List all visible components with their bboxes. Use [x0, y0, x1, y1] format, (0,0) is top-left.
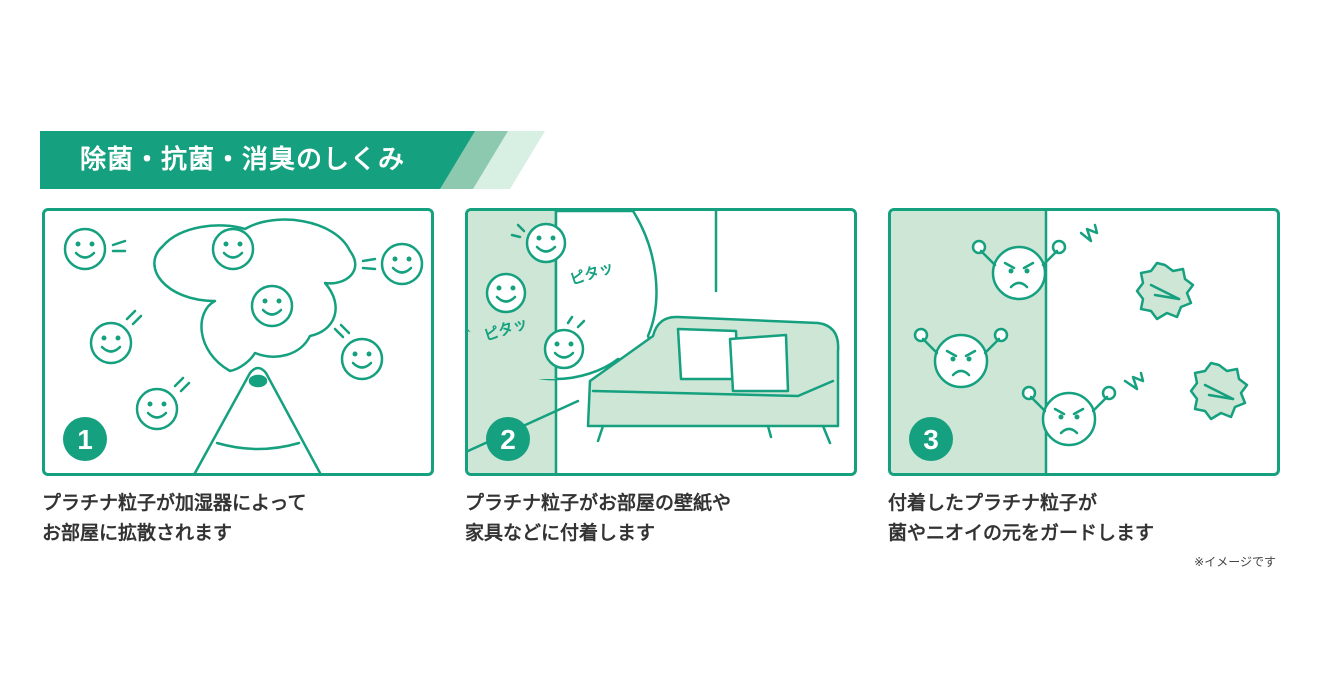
motion-lines: [111, 239, 127, 253]
angry-particle-icon: [913, 327, 1009, 389]
section-banner: 除菌・抗菌・消臭のしくみ: [40, 131, 550, 189]
caption-1: プラチナ粒子が加湿器によって お部屋に拡散されます: [42, 488, 462, 548]
caption-3-line2: 菌やニオイの元をガードします: [888, 522, 1155, 544]
smiley-icon: [63, 227, 107, 271]
impact-mark: [1123, 371, 1145, 391]
humidifier-nozzle: [248, 374, 268, 388]
smiley-icon: [543, 328, 585, 370]
angry-particle-icon: [1021, 385, 1117, 447]
caption-3-line1: 付着したプラチナ粒子が: [888, 492, 1098, 514]
smiley-icon: [525, 222, 567, 264]
humidifier-line: [215, 441, 301, 451]
caption-2: プラチナ粒子がお部屋の壁紙や 家具などに付着します: [465, 488, 885, 548]
smiley-icon: [380, 242, 424, 286]
step-badge-2: [486, 417, 530, 461]
banner-background: [40, 131, 475, 189]
motion-lines: [566, 315, 586, 329]
smiley-icon: [250, 284, 294, 328]
caption-3: 付着したプラチナ粒子が 菌やニオイの元をガードします: [888, 488, 1308, 548]
step-badge-1: [63, 417, 107, 461]
panel-2: ピタッ ピタッ 2: [465, 208, 857, 476]
step-number-2: 2: [500, 424, 516, 455]
smiley-icon: [485, 272, 527, 314]
motion-lines: [510, 223, 526, 239]
smiley-icon: [340, 337, 384, 381]
germ-icon: [1189, 361, 1249, 421]
angry-particle-icon: [971, 239, 1067, 301]
zoom-bubble: [554, 211, 662, 381]
step-number-1: 1: [77, 424, 93, 455]
caption-1-line1: プラチナ粒子が加湿器によって: [42, 492, 307, 514]
banner-shape: [40, 131, 545, 189]
panel-1: 1: [42, 208, 434, 476]
panel-3: 3: [888, 208, 1280, 476]
motion-lines: [125, 309, 143, 326]
impact-mark: [1079, 223, 1099, 243]
motion-lines: [333, 323, 351, 339]
motion-lines: [361, 257, 377, 271]
image-note: ※イメージです: [1194, 555, 1276, 569]
step-number-3: 3: [923, 424, 939, 455]
step-badge-3: [909, 417, 953, 461]
germ-icon: [1135, 261, 1195, 321]
caption-2-line2: 家具などに付着します: [465, 522, 656, 544]
banner-title: 除菌・抗菌・消臭のしくみ: [80, 145, 406, 175]
caption-2-line1: プラチナ粒子がお部屋の壁紙や: [465, 492, 732, 514]
smiley-icon: [135, 387, 179, 431]
caption-1-line2: お部屋に拡散されます: [42, 522, 233, 544]
motion-lines: [173, 376, 191, 393]
cushion-icon: [676, 327, 790, 393]
smiley-icon: [89, 321, 133, 365]
zoom-wall-fill: [468, 331, 556, 379]
banner-stripe-mid: [437, 131, 508, 189]
smiley-icon: [211, 227, 255, 271]
banner-stripe-light: [467, 131, 545, 189]
